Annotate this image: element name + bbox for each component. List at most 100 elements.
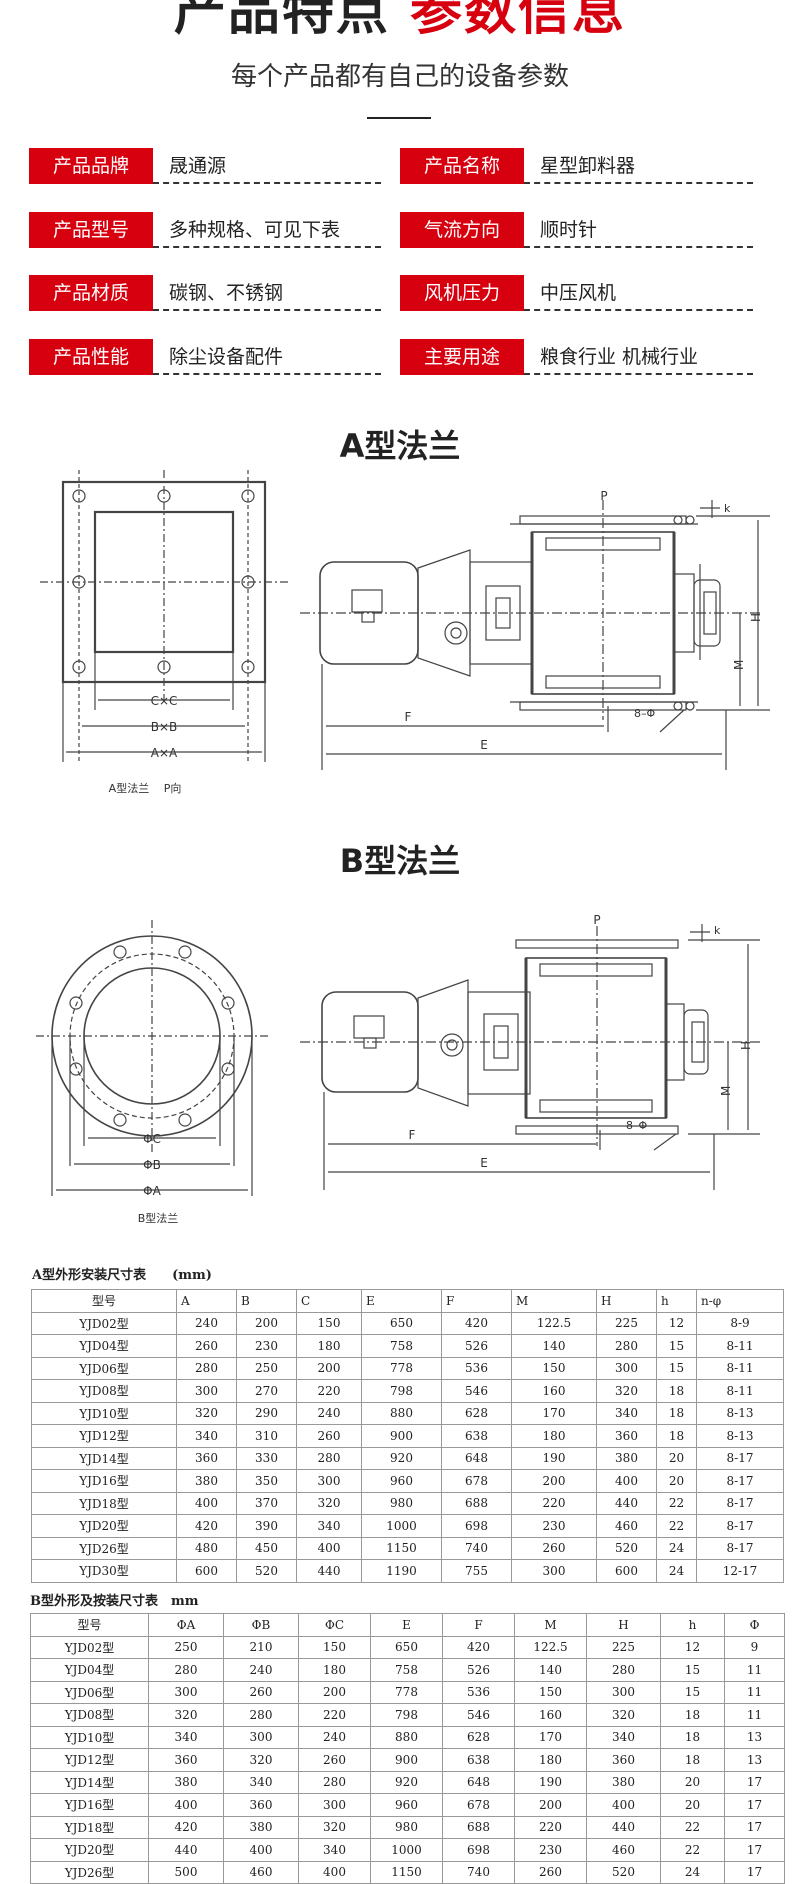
dim-e-b: E	[480, 1156, 488, 1170]
col-header: 型号	[31, 1289, 177, 1313]
spec-label: 产品品牌	[29, 148, 153, 184]
value-cell: 460	[596, 1514, 657, 1538]
value-cell: 798	[370, 1703, 443, 1727]
value-cell: 1150	[361, 1536, 442, 1560]
value-cell: 8-11	[696, 1356, 784, 1380]
spec-label: 产品材质	[29, 275, 153, 311]
value-cell: 340	[296, 1514, 362, 1538]
model-cell: YJD02型	[31, 1311, 177, 1335]
value-cell: 526	[441, 1334, 512, 1358]
value-cell: 20	[656, 1469, 697, 1493]
title-red: 参数信息	[410, 0, 627, 42]
value-cell: 225	[586, 1635, 661, 1659]
value-cell: 340	[586, 1725, 661, 1749]
value-cell: 11	[724, 1680, 785, 1704]
value-cell: 340	[298, 1838, 371, 1862]
value-cell: 210	[223, 1635, 299, 1659]
value-cell: 250	[148, 1635, 224, 1659]
col-header: E	[370, 1613, 443, 1637]
value-cell: 400	[176, 1491, 237, 1515]
value-cell: 310	[236, 1424, 297, 1448]
value-cell: 755	[441, 1559, 512, 1583]
value-cell: 230	[236, 1334, 297, 1358]
flange-a-drawing: C×C B×B A×A A型法兰 P向 P k H M F E 8–Φ	[40, 470, 770, 795]
value-cell: 270	[236, 1379, 297, 1403]
value-cell: 18	[660, 1748, 725, 1772]
col-header: B	[236, 1289, 297, 1313]
value-cell: 546	[441, 1379, 512, 1403]
col-header: h	[660, 1613, 725, 1637]
dim-phi-c: ΦC	[143, 1132, 161, 1146]
value-cell: 18	[660, 1725, 725, 1749]
col-header: A	[176, 1289, 237, 1313]
value-cell: 300	[176, 1379, 237, 1403]
dim-h-b: H	[739, 1041, 753, 1050]
value-cell: 9	[724, 1635, 785, 1659]
value-cell: 240	[298, 1725, 371, 1749]
value-cell: 400	[148, 1793, 224, 1817]
model-cell: YJD26型	[31, 1536, 177, 1560]
value-cell: 520	[596, 1536, 657, 1560]
value-cell: 380	[586, 1770, 661, 1794]
value-cell: 220	[511, 1491, 597, 1515]
value-cell: 320	[148, 1703, 224, 1727]
value-cell: 350	[236, 1469, 297, 1493]
value-cell: 546	[442, 1703, 515, 1727]
value-cell: 536	[442, 1680, 515, 1704]
col-header: M	[514, 1613, 587, 1637]
model-cell: YJD08型	[31, 1379, 177, 1403]
dim-h: H	[749, 613, 763, 622]
value-cell: 340	[596, 1401, 657, 1425]
value-cell: 420	[442, 1635, 515, 1659]
value-cell: 798	[361, 1379, 442, 1403]
page-title: 产品特点 参数信息	[0, 0, 800, 42]
value-cell: 688	[441, 1491, 512, 1515]
value-cell: 13	[724, 1725, 785, 1749]
spec-label: 风机压力	[400, 275, 524, 311]
value-cell: 11	[724, 1658, 785, 1682]
value-cell: 360	[596, 1424, 657, 1448]
value-cell: 13	[724, 1748, 785, 1772]
value-cell: 960	[370, 1793, 443, 1817]
value-cell: 8-17	[696, 1536, 784, 1560]
value-cell: 180	[511, 1424, 597, 1448]
value-cell: 280	[586, 1658, 661, 1682]
dim-p: P	[600, 489, 607, 503]
model-cell: YJD14型	[30, 1770, 149, 1794]
value-cell: 320	[223, 1748, 299, 1772]
value-cell: 300	[596, 1356, 657, 1380]
dim-m-b: M	[719, 1086, 733, 1096]
value-cell: 250	[236, 1356, 297, 1380]
value-cell: 18	[656, 1424, 697, 1448]
dim-m: M	[732, 660, 746, 670]
model-cell: YJD30型	[31, 1559, 177, 1583]
value-cell: 980	[361, 1491, 442, 1515]
value-cell: 240	[296, 1401, 362, 1425]
value-cell: 740	[442, 1860, 515, 1884]
model-cell: YJD20型	[30, 1838, 149, 1862]
dim-e: E	[480, 738, 488, 752]
spec-value: 星型卸料器	[524, 148, 753, 184]
value-cell: 22	[660, 1815, 725, 1839]
model-cell: YJD04型	[30, 1658, 149, 1682]
value-cell: 320	[298, 1815, 371, 1839]
rotor-housing-b	[525, 957, 667, 1119]
value-cell: 380	[596, 1446, 657, 1470]
spec-airflow: 气流方向顺时针	[400, 212, 753, 248]
value-cell: 778	[370, 1680, 443, 1704]
value-cell: 980	[370, 1815, 443, 1839]
value-cell: 648	[441, 1446, 512, 1470]
value-cell: 260	[176, 1334, 237, 1358]
value-cell: 22	[656, 1491, 697, 1515]
value-cell: 17	[724, 1838, 785, 1862]
value-cell: 8-17	[696, 1446, 784, 1470]
value-cell: 190	[514, 1770, 587, 1794]
value-cell: 240	[223, 1658, 299, 1682]
value-cell: 140	[511, 1334, 597, 1358]
value-cell: 160	[511, 1379, 597, 1403]
value-cell: 200	[296, 1356, 362, 1380]
